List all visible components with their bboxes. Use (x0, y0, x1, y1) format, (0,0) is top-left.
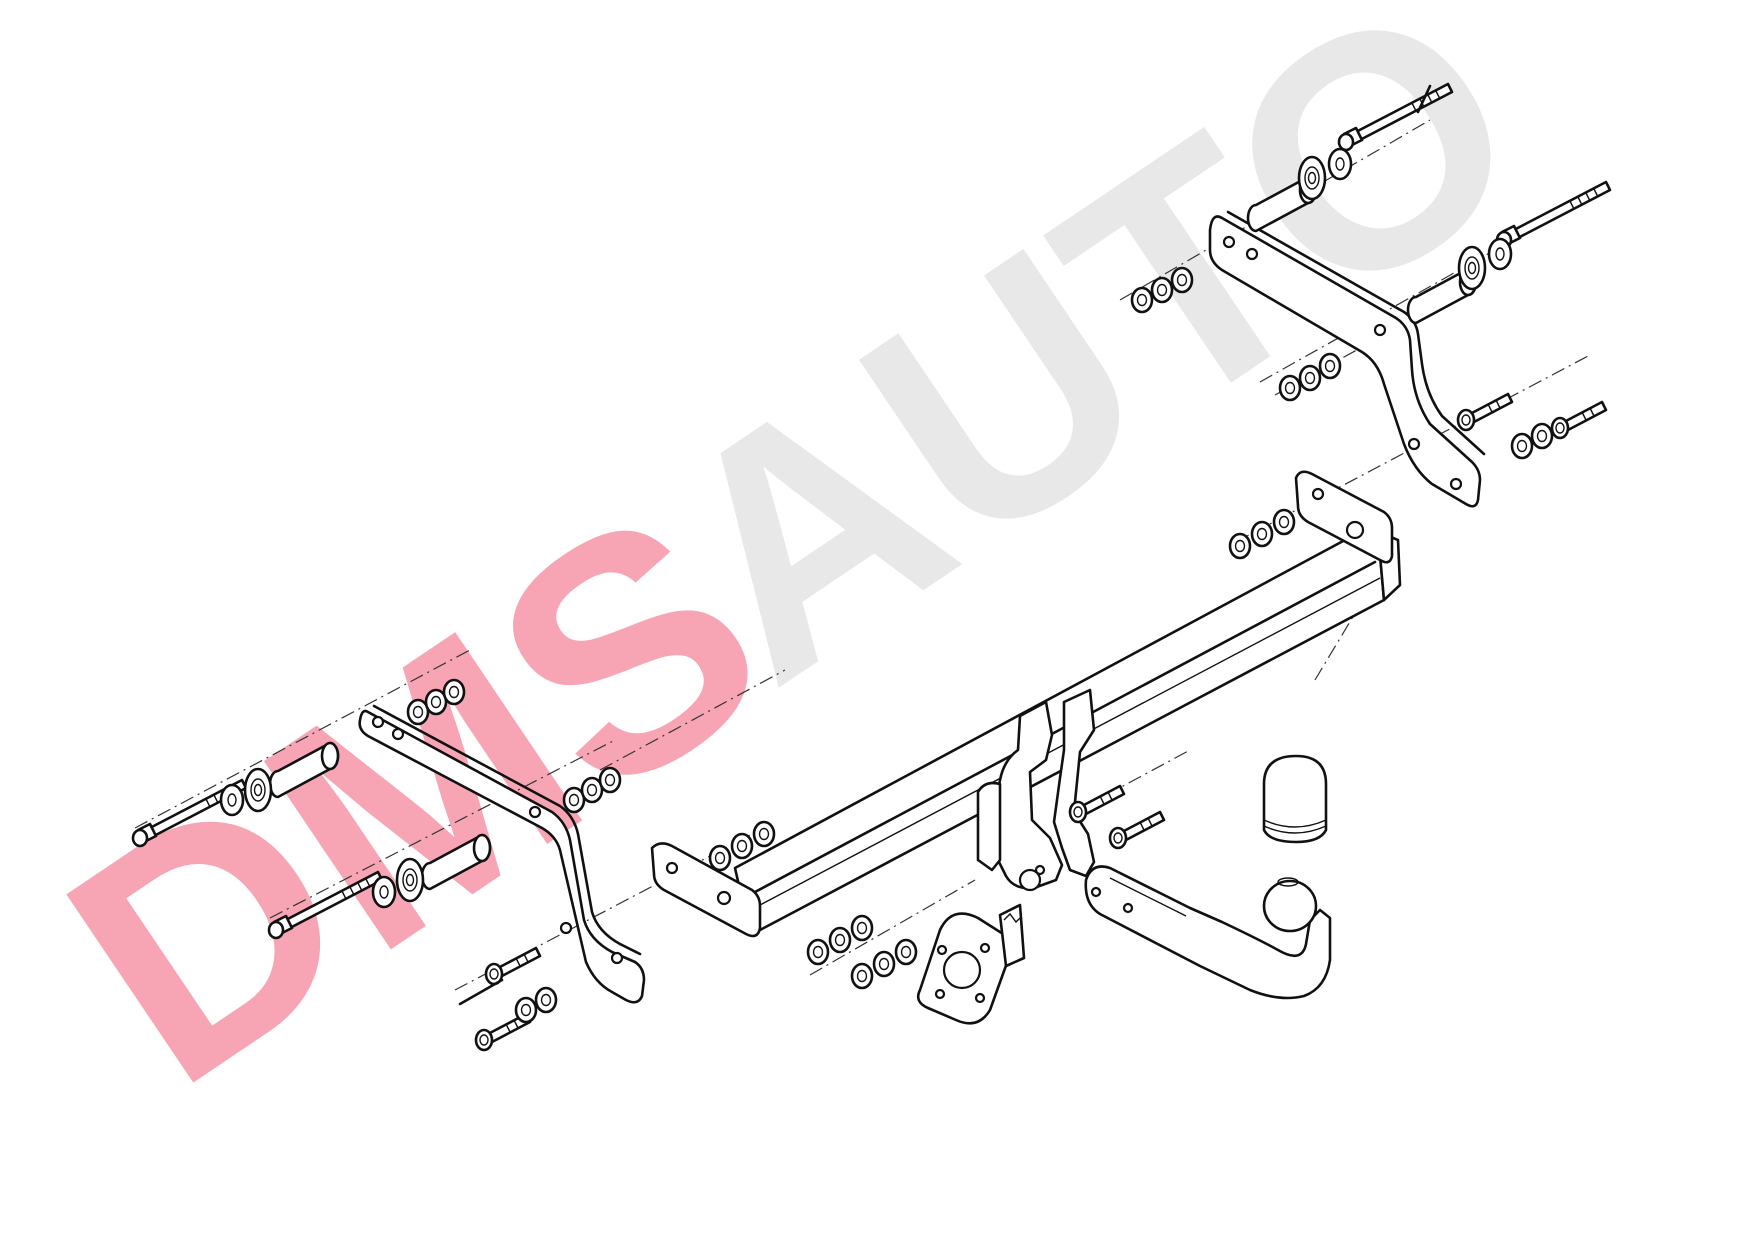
electrical-socket-plate (916, 903, 1026, 1025)
bolt-right-middle (1456, 392, 1514, 432)
main-crossbar (650, 470, 1402, 938)
center-mounting-plate (976, 688, 1096, 892)
watermark-rest: AUTO (605, 0, 1581, 750)
left-mounting-bracket (358, 704, 646, 1004)
tow-ball-neck (1084, 865, 1332, 1000)
cable-lead-left (458, 978, 504, 1006)
bolt-center-b (1108, 810, 1166, 850)
bolt-right-lower (1550, 400, 1608, 440)
cable-lead-right (1416, 84, 1432, 114)
tow-ball-cover-cap (1262, 754, 1328, 844)
bolt-center-a (1068, 784, 1126, 824)
